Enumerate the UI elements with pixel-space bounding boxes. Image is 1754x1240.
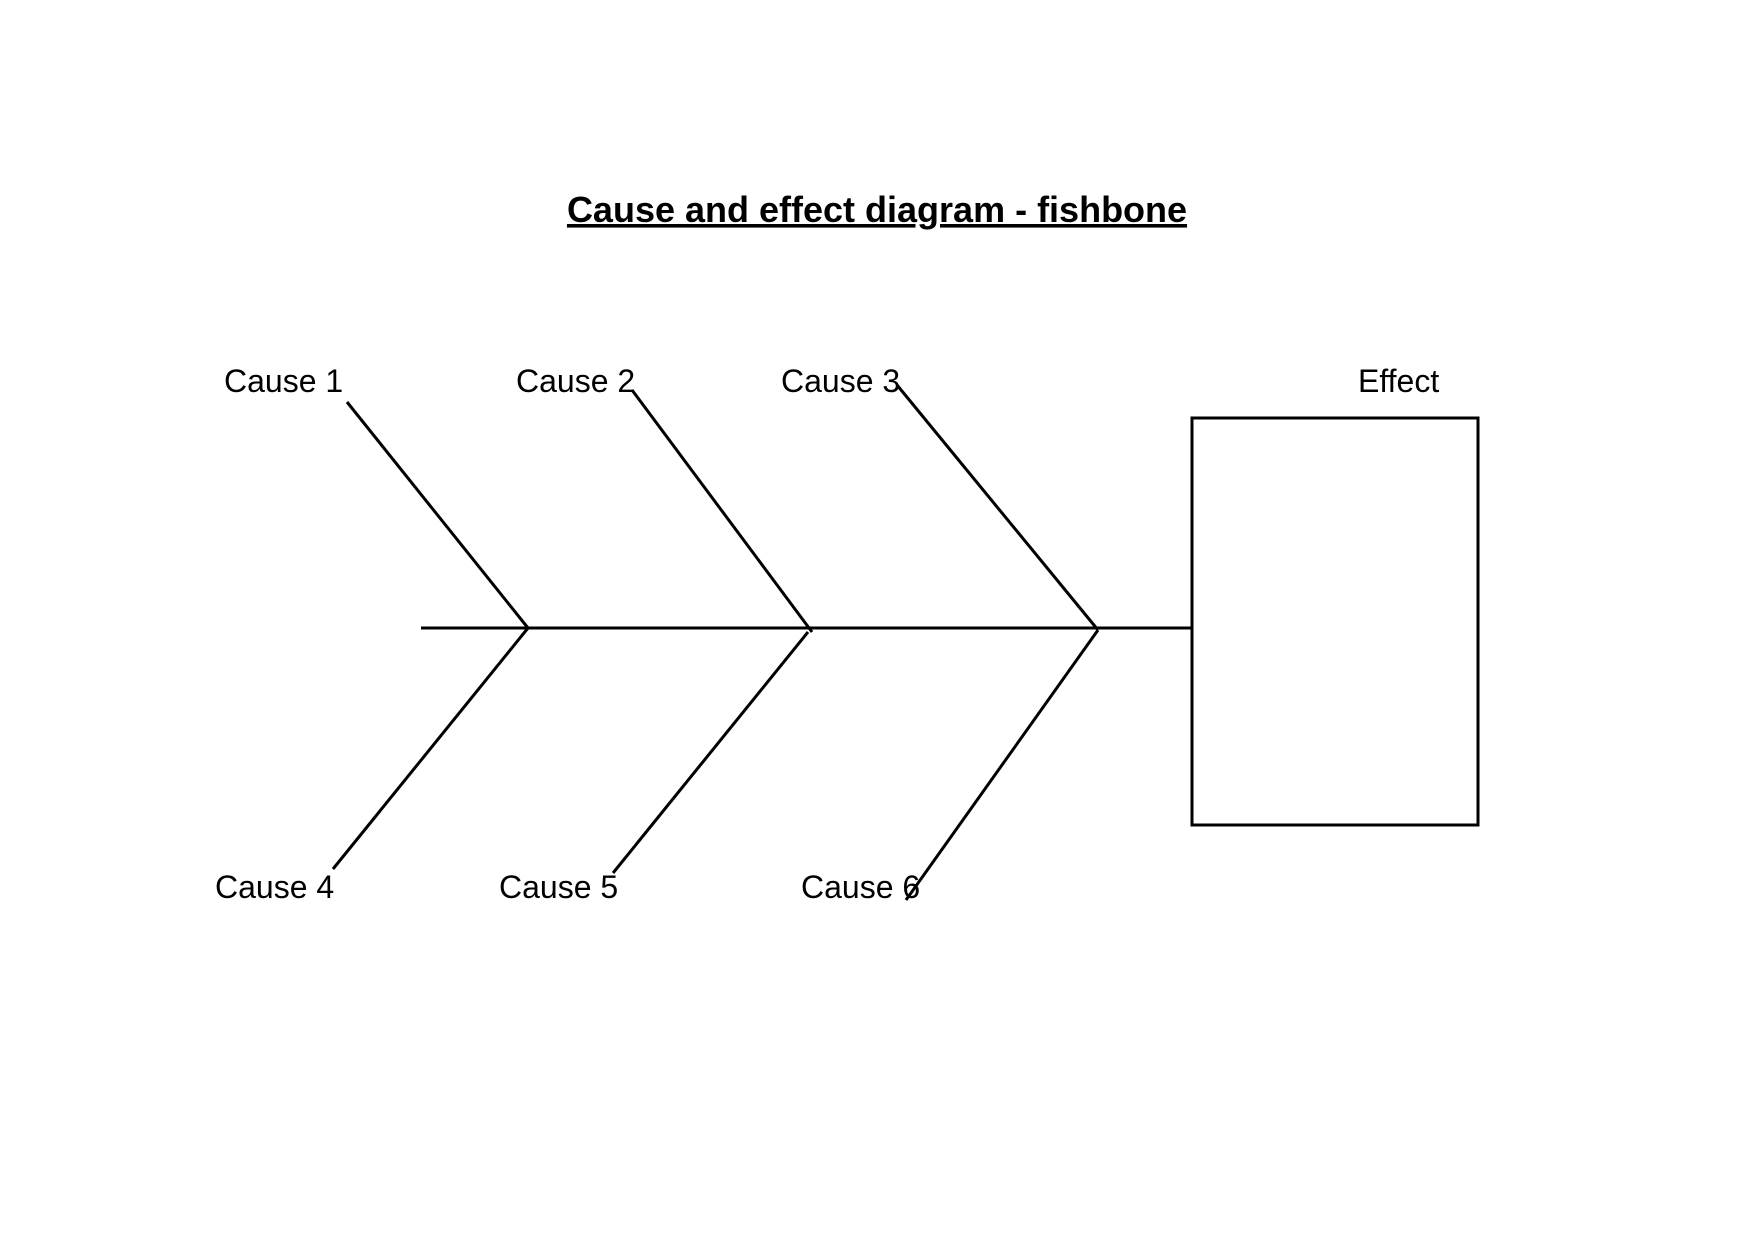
effect-label: Effect: [1358, 363, 1439, 399]
cause-1-label: Cause 1: [224, 363, 343, 399]
bone-cause-4: [331, 627, 530, 870]
bone-cause-2: [630, 389, 814, 633]
bone-cause-1: [345, 401, 530, 629]
bone-cause-6: [904, 629, 1100, 901]
diagram-title: Cause and effect diagram - fishbone: [567, 189, 1187, 230]
bone-cause-3: [895, 384, 1100, 631]
cause-5-label: Cause 5: [499, 869, 618, 905]
cause-6-label: Cause 6: [801, 869, 920, 905]
effect-box: [1190, 416, 1480, 827]
bone-cause-5: [611, 631, 810, 874]
cause-2-label: Cause 2: [516, 363, 635, 399]
cause-4-label: Cause 4: [215, 869, 334, 905]
cause-3-label: Cause 3: [781, 363, 900, 399]
